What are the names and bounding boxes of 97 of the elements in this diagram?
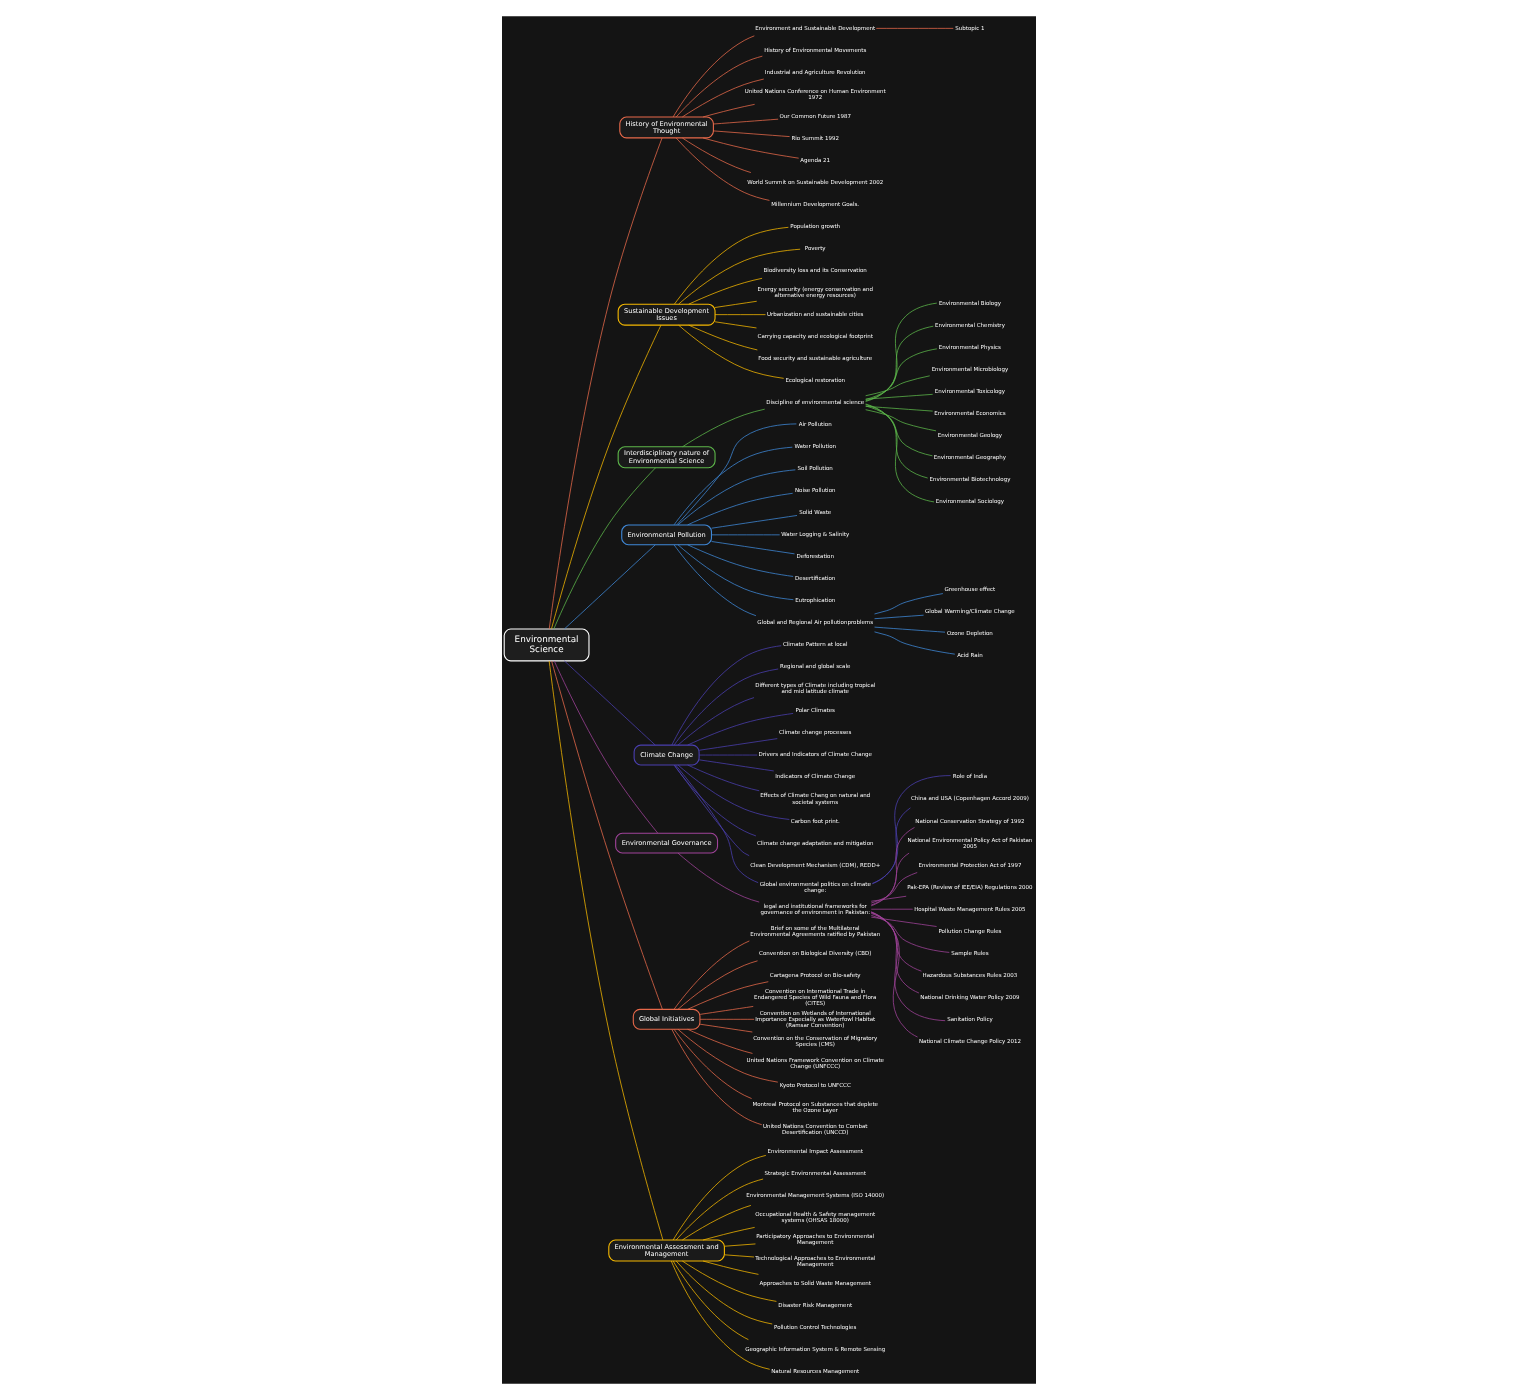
connector — [698, 1018, 754, 1020]
connector — [672, 764, 749, 857]
connector — [672, 446, 792, 526]
connector — [677, 324, 784, 379]
connector — [869, 908, 913, 910]
connector — [671, 1155, 766, 1241]
connector — [687, 324, 757, 351]
connector — [670, 645, 781, 746]
connector — [869, 914, 949, 953]
connector — [676, 852, 759, 903]
connector — [869, 852, 909, 906]
connector — [550, 324, 661, 630]
connector — [864, 325, 933, 402]
connector — [864, 409, 936, 432]
connector — [713, 314, 765, 316]
connector — [864, 404, 928, 479]
connector — [873, 631, 955, 655]
connector — [676, 697, 754, 746]
connector — [869, 827, 914, 907]
connector — [677, 248, 800, 305]
connector — [687, 277, 762, 305]
connector — [869, 912, 919, 994]
connector — [871, 775, 950, 885]
connector — [869, 872, 917, 904]
connector — [676, 764, 789, 820]
connector — [864, 348, 937, 400]
connector — [697, 759, 774, 772]
connector — [710, 541, 794, 555]
connector — [674, 764, 758, 884]
connector — [698, 1023, 752, 1033]
connector — [672, 940, 749, 1010]
connector — [864, 375, 930, 397]
connector — [680, 78, 764, 118]
connector — [676, 1028, 778, 1083]
connector — [674, 137, 769, 201]
connector — [686, 764, 759, 792]
connector — [869, 913, 921, 972]
connector — [723, 1254, 754, 1258]
connector — [864, 403, 934, 503]
connector — [672, 544, 756, 617]
connector — [864, 405, 932, 457]
connector — [673, 226, 788, 305]
connector — [864, 302, 937, 402]
connector — [698, 1006, 753, 1015]
connector — [686, 544, 793, 577]
connector — [686, 981, 768, 1010]
connector — [672, 668, 778, 746]
connector — [686, 1028, 752, 1054]
connector — [670, 1028, 762, 1126]
connector — [869, 911, 917, 1038]
connector — [723, 1243, 755, 1247]
connector — [547, 137, 662, 630]
connector — [697, 754, 757, 756]
connector — [701, 1227, 755, 1241]
connector — [552, 660, 658, 834]
connector — [701, 103, 755, 118]
connector — [864, 393, 933, 400]
connector — [680, 1260, 776, 1302]
connector — [686, 492, 793, 526]
connector — [874, 28, 953, 29]
connector — [674, 1178, 763, 1241]
connector — [873, 593, 943, 615]
connector — [701, 137, 799, 159]
connector — [686, 713, 793, 746]
connector — [676, 544, 793, 601]
connector — [873, 626, 945, 633]
connector — [713, 321, 756, 329]
connector — [669, 1260, 770, 1370]
connector — [712, 130, 789, 137]
connector — [563, 544, 655, 630]
connector — [680, 137, 751, 173]
connector — [713, 300, 757, 308]
connector — [550, 660, 662, 1010]
connector — [869, 911, 945, 1022]
connector — [697, 738, 777, 751]
connector — [681, 408, 765, 448]
connector — [676, 469, 795, 526]
connector — [671, 1260, 748, 1340]
connector — [547, 660, 663, 1241]
connector — [671, 35, 754, 118]
connector — [674, 55, 762, 118]
connector — [674, 1260, 772, 1325]
connector — [869, 916, 936, 927]
connector — [672, 1029, 751, 1099]
connector — [870, 807, 910, 884]
connector — [676, 960, 757, 1010]
connector — [672, 764, 756, 837]
connector — [552, 467, 655, 630]
connector — [710, 534, 780, 536]
connector — [680, 1205, 751, 1241]
connector — [675, 423, 796, 526]
connector — [712, 118, 778, 125]
connector — [701, 1260, 758, 1275]
connector — [710, 515, 797, 529]
connector — [869, 895, 906, 902]
connector — [563, 660, 655, 746]
connector — [873, 614, 923, 620]
